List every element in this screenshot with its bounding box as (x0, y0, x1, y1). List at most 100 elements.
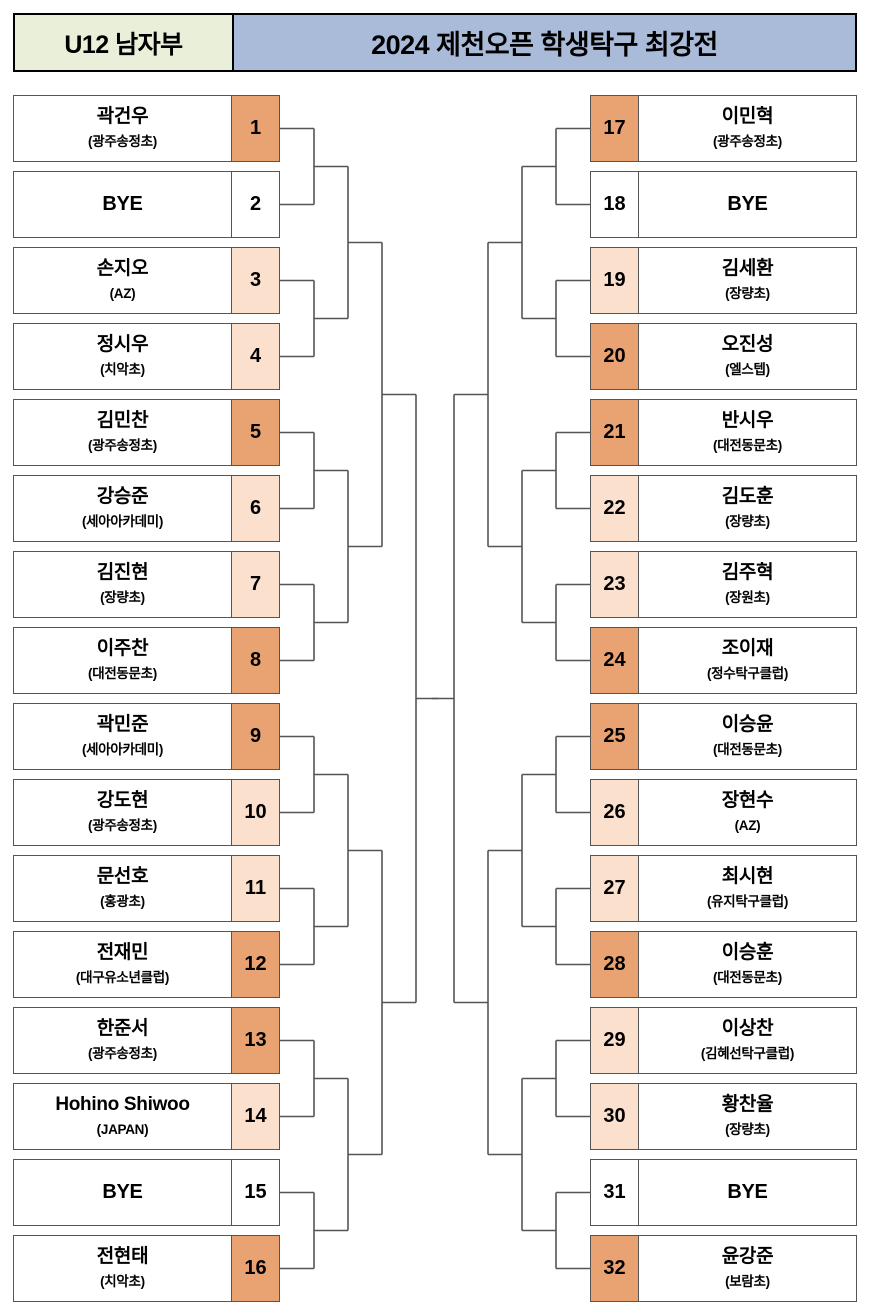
player-club: (김혜선탁구클럽) (700, 1046, 795, 1062)
player-club: (세아아카데미) (81, 742, 164, 758)
player-name: BYE (102, 1181, 143, 1203)
player-name: 곽민준 (96, 714, 149, 736)
player-cell: BYE (639, 1160, 856, 1225)
player-name: 김민찬 (96, 410, 149, 432)
player-name: 전재민 (96, 942, 149, 964)
seed-number: 2 (231, 172, 279, 237)
seed-number: 23 (591, 552, 639, 617)
player-club: (장원초) (725, 590, 770, 606)
player-club: (세아아카데미) (81, 514, 164, 530)
player-club: (대구유소년클럽) (75, 970, 170, 986)
player-name: 김도훈 (721, 486, 774, 508)
player-club: (광주송정초) (713, 134, 782, 150)
player-cell: 장현수(AZ) (639, 780, 856, 845)
player-name: 한준서 (96, 1018, 149, 1040)
player-cell: BYE (14, 1160, 231, 1225)
seed-number: 5 (231, 400, 279, 465)
seed-number: 7 (231, 552, 279, 617)
player-cell: 곽민준 (세아아카데미) (14, 704, 231, 769)
seed-number: 30 (591, 1084, 639, 1149)
seed-number: 10 (231, 780, 279, 845)
player-club: (장량초) (725, 514, 770, 530)
player-name: 황찬율 (721, 1094, 774, 1116)
player-club: (보람초) (725, 1274, 770, 1290)
player-cell: 이상찬 (김혜선탁구클럽) (639, 1008, 856, 1073)
player-name: 조이재 (721, 638, 774, 660)
seed-number: 12 (231, 932, 279, 997)
seed-number: 21 (591, 400, 639, 465)
seed-number: 13 (231, 1008, 279, 1073)
player-club: (대전동문초) (88, 666, 157, 682)
player-name: 손지오 (96, 258, 149, 280)
player-name: 곽건우 (96, 106, 149, 128)
player-cell: 김민찬(광주송정초) (14, 400, 231, 465)
player-club: (홍광초) (100, 894, 145, 910)
player-name: BYE (102, 193, 143, 215)
player-name: BYE (727, 193, 768, 215)
player-cell: 반시우(대전동문초) (639, 400, 856, 465)
player-cell: 정시우(치악초) (14, 324, 231, 389)
player-club: (JAPAN) (96, 1122, 149, 1138)
player-cell: 김주혁(장원초) (639, 552, 856, 617)
player-cell: 최시현(유지탁구클럽) (639, 856, 856, 921)
seed-number: 22 (591, 476, 639, 541)
player-cell: 황찬율(장량초) (639, 1084, 856, 1149)
bracket-slot[interactable]: 12 전재민 (대구유소년클럽) (13, 931, 280, 998)
player-club: (장량초) (100, 590, 145, 606)
bracket-slot[interactable]: 22 김도훈 (장량초) (590, 475, 857, 542)
player-cell: 김세환(장량초) (639, 248, 856, 313)
bracket-slot[interactable]: 2 BYE (13, 171, 280, 238)
seed-number: 4 (231, 324, 279, 389)
player-cell: 오진성(엘스텝) (639, 324, 856, 389)
player-cell: 이민혁 (광주송정초) (639, 96, 856, 161)
player-cell: 한준서(광주송정초) (14, 1008, 231, 1073)
player-name: BYE (727, 1181, 768, 1203)
player-name: 이민혁 (721, 106, 774, 128)
player-name: 강승준 (96, 486, 149, 508)
player-name: 이상찬 (721, 1018, 774, 1040)
player-club: (광주송정초) (88, 134, 157, 150)
bracket-slot[interactable]: 15 BYE (13, 1159, 280, 1226)
seed-number: 14 (231, 1084, 279, 1149)
bracket-slot[interactable]: 1 곽건우 (광주송정초) (13, 95, 280, 162)
player-cell: 손지오(AZ) (14, 248, 231, 313)
seed-number: 1 (231, 96, 279, 161)
player-club: (엘스텝) (725, 362, 770, 378)
player-name: 전현태 (96, 1246, 149, 1268)
player-club: (정수탁구클럽) (706, 666, 789, 682)
player-cell: 김진현(장량초) (14, 552, 231, 617)
seed-number: 15 (231, 1160, 279, 1225)
player-cell: 조이재 (정수탁구클럽) (639, 628, 856, 693)
player-cell: 김도훈 (장량초) (639, 476, 856, 541)
seed-number: 32 (591, 1236, 639, 1301)
player-cell: 이주찬(대전동문초) (14, 628, 231, 693)
